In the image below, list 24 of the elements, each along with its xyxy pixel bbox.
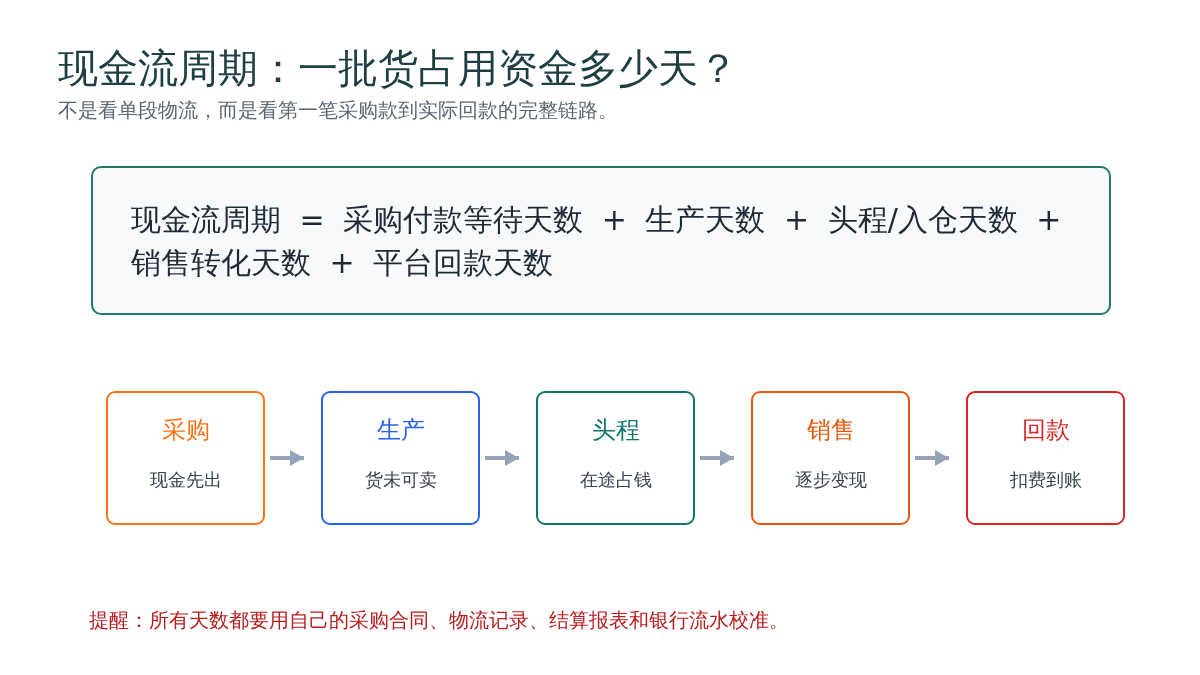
arrow [700,450,734,466]
stage-title: 头程 [591,415,640,446]
process-box [966,391,1125,525]
stage-title: 生产 [376,415,425,446]
stage-description: 现金先出 [149,468,222,492]
stage-title: 采购 [161,415,210,446]
process-box [106,391,265,525]
arrow [270,450,304,466]
arrow [915,450,949,466]
process-box [751,391,910,525]
stage-description: 在途占钱 [579,468,652,492]
subtitle-text: 不是看单段物流，而是看第一笔采购款到实际回款的完整链路。 [58,97,618,124]
process-box [536,391,695,525]
page-title: 现金流周期：一批货占用资金多少天？ [58,44,738,93]
note-text: 提醒：所有天数都要用自己的采购合同、物流记录、结算报表和银行流水校准。 [89,608,789,634]
formula-text: 现金流周期 = 采购付款等待天数 + 生产天数 + 头程/入仓天数 + 销售转化天数 + 平台回款天数 [131,200,1063,282]
stage-description: 扣费到账 [1009,468,1082,492]
stage-description: 货未可卖 [364,468,437,492]
formula-box [91,166,1111,315]
stage-title: 销售 [806,415,855,446]
process-box [321,391,480,525]
arrow [485,450,519,466]
stage-description: 逐步变现 [794,468,867,492]
stage-title: 回款 [1021,415,1070,446]
